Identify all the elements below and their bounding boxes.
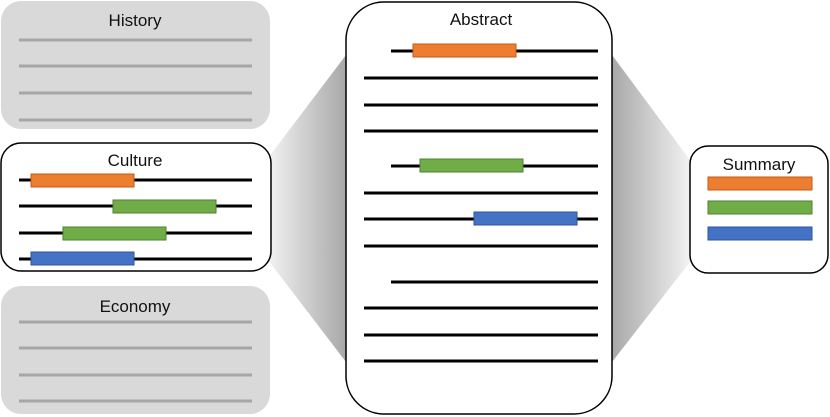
- history-title: History: [109, 11, 162, 30]
- economy-title: Economy: [100, 297, 171, 316]
- summary-box: Summary: [689, 145, 829, 274]
- abstract-highlight-orange: [412, 43, 517, 58]
- culture-box: Culture: [0, 142, 272, 272]
- culture-highlight-green-1: [112, 199, 217, 214]
- summary-bar-blue: [707, 226, 813, 241]
- abstract-highlight-blue: [473, 211, 578, 226]
- economy-text-lines: [19, 320, 252, 403]
- funnel-right: [612, 55, 690, 362]
- summary-bar-orange: [707, 176, 813, 191]
- history-text-lines: [19, 38, 252, 122]
- summary-title: Summary: [723, 155, 796, 174]
- economy-box: Economy: [1, 286, 270, 414]
- abstract-box: Abstract: [345, 1, 613, 415]
- culture-highlight-orange: [30, 173, 135, 188]
- history-box: History: [1, 1, 270, 129]
- culture-highlight-blue: [30, 251, 135, 266]
- abstract-highlight-green: [419, 158, 524, 173]
- abstract-title: Abstract: [450, 10, 513, 29]
- culture-title: Culture: [108, 151, 163, 170]
- culture-highlight-green-2: [62, 226, 167, 241]
- funnel-left: [268, 55, 346, 362]
- summary-bar-green: [707, 200, 813, 215]
